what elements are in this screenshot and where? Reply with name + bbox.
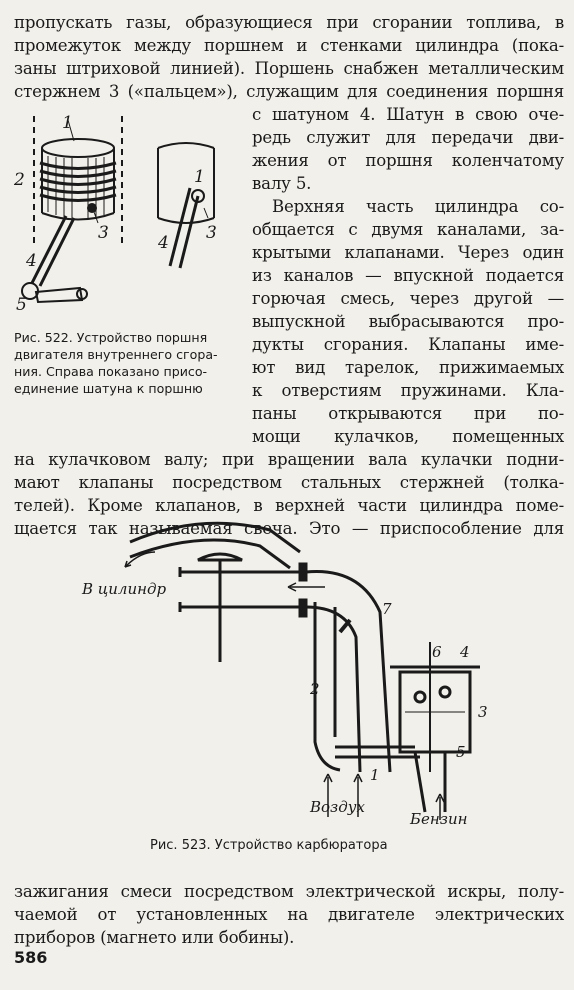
text-line: мощи кулачков, помещенных [252,427,564,446]
label-n1: 1 [370,766,380,784]
text-line: дукты сгорания. Клапаны име- [252,335,564,354]
label-air: Воздух [309,798,365,816]
label-piston-detail: 1 [194,167,205,187]
label-pin-detail: 3 [206,223,217,243]
text-line: стержнем 3 («пальцем»), служащим для сое… [14,82,564,101]
text-line: крытыми клапанами. Через один [252,243,564,262]
text-line: заны штриховой линией). Поршень снабжен … [14,59,564,78]
label-n7: 7 [382,600,392,618]
figure-522-caption-line: Рис. 522. Устройство поршня [14,330,208,345]
text-line: с шатуном 4. Шатун в свою оче- [252,105,564,124]
text-line: зажигания смеси посредством электрическо… [14,882,564,901]
label-n2: 2 [309,680,320,698]
text-line: выпускной выбрасываются про- [252,312,564,331]
figure-522-caption-line: двигателя внутреннего сгора- [14,347,218,362]
label-n6: 6 [432,643,442,661]
label-n4: 4 [459,643,470,661]
label-piston: 1 [62,113,73,133]
label-n3: 3 [478,703,488,721]
figure-522-piston: 1 2 3 4 5 1 3 4 [13,113,217,315]
text-line: ют вид тарелок, прижимаемых [252,358,564,377]
text-line: из каналов — впускной подается [252,266,564,285]
text-line: пропускать газы, образующиеся при сгоран… [14,13,564,32]
text-line: на кулачковом валу; при вращении вала ку… [14,450,564,469]
text-line: валу 5. [252,174,312,193]
text-line: чаемой от установленных на двигателе эле… [14,905,564,924]
text-line: Верхняя часть цилиндра со- [272,197,564,216]
text-line: жения от поршня коленчатому [252,151,564,170]
figure-523-carburetor: В цилиндр Воздух Бензин 1 2 3 4 5 6 7 [81,521,488,827]
label-crankshaft: 5 [16,295,27,315]
figure-523-caption: Рис. 523. Устройство карбюратора [150,838,388,853]
label-to-cylinder: В цилиндр [81,580,167,598]
text-line: мают клапаны посредством стальных стержн… [14,473,564,492]
text-line: приборов (магнето или бобины). [14,928,295,947]
text-line: телей). Кроме клапанов, в верхней части … [14,496,564,515]
text-line: редь служит для передачи дви- [252,128,564,147]
text-line: промежуток между поршнем и стенками цили… [14,36,564,55]
text-line: горючая смесь, через другой — [252,289,564,308]
label-fuel: Бензин [409,810,468,827]
figure-522-caption-line: ния. Справа показано присо- [14,364,208,379]
label-pin: 3 [98,223,109,243]
text-line: общается с двумя каналами, за- [252,220,564,239]
page-number: 586 [14,948,48,967]
text-line: к отверстиям пружинами. Кла- [252,381,564,400]
label-cylinder: 2 [13,170,25,190]
label-rod: 4 [25,251,37,271]
text-line: паны открываются при по- [252,404,564,423]
label-n5: 5 [456,743,466,761]
label-rod-detail: 4 [157,233,169,253]
figure-522-caption-line: единение шатуна к поршню [14,381,203,396]
